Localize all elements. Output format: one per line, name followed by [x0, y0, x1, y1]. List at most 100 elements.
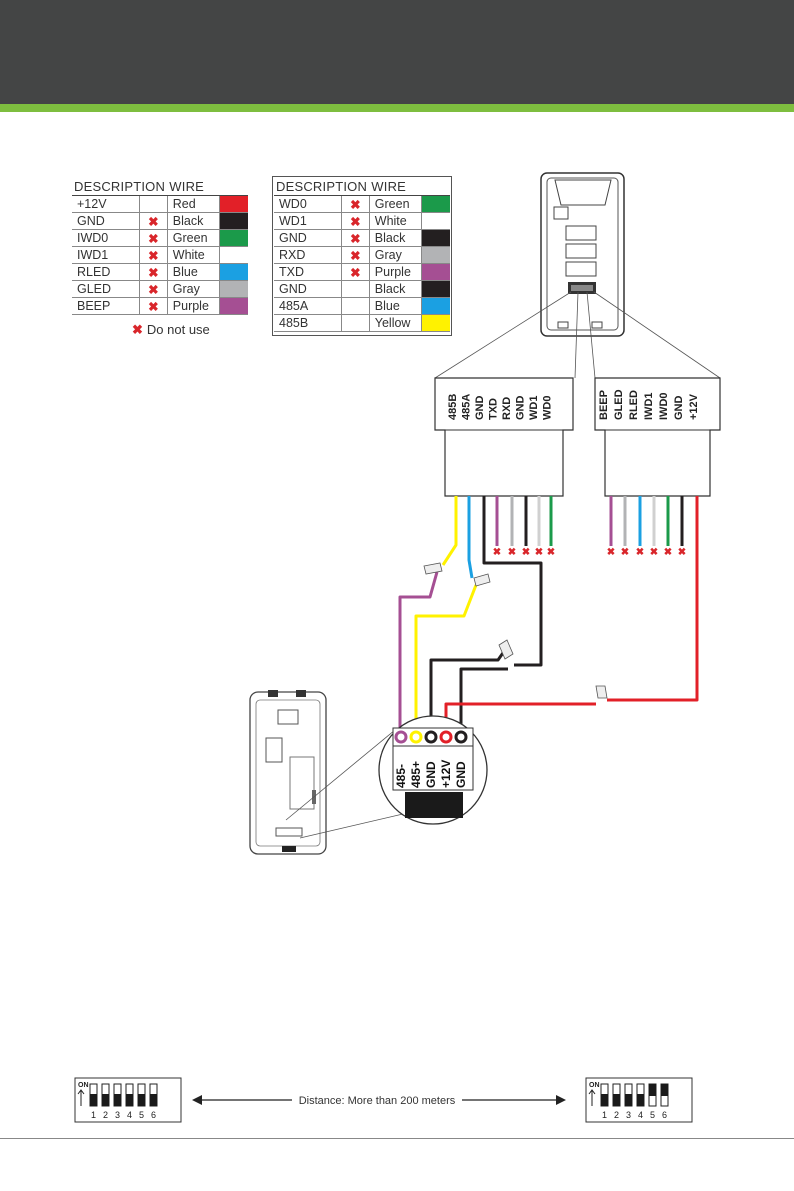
connector-pin-label: IWD0: [658, 393, 670, 421]
cross-icon: ✖: [636, 547, 644, 558]
color-swatch: [219, 246, 248, 264]
wire-description: 485B: [274, 314, 342, 332]
connector-pin-label: GND: [673, 396, 685, 421]
dip-switch-off: [114, 1094, 121, 1106]
terminal-screw: [439, 730, 453, 744]
color-swatch: [219, 263, 248, 281]
cross-icon: ✖: [139, 229, 168, 247]
controller-device: [249, 690, 327, 855]
wire-color-name: Purple: [368, 263, 422, 281]
color-swatch: [421, 280, 450, 298]
table-row: GLED✖Gray: [72, 280, 248, 298]
connector-pin-label: TXD: [488, 398, 500, 420]
cross-icon: ✖: [139, 246, 168, 264]
cross-icon: ✖: [341, 246, 370, 264]
connector-pin-label: 485B: [447, 394, 459, 420]
table-row: TXD✖Purple: [274, 263, 450, 281]
cross-icon: ✖: [493, 547, 501, 558]
terminal-screw: [409, 730, 423, 744]
table1-header-wire: WIRE: [167, 178, 248, 196]
color-swatch: [219, 195, 248, 213]
table-row: IWD1✖White: [72, 246, 248, 264]
cross-icon: ✖: [607, 547, 615, 558]
color-swatch: [219, 280, 248, 298]
terminal-label: 485-: [394, 764, 408, 788]
color-swatch: [219, 297, 248, 315]
dip-switch-off: [90, 1094, 97, 1106]
connector-pin-label: WD1: [528, 396, 540, 420]
wire-color-name: Green: [166, 229, 220, 247]
header-accent-stripe: [0, 104, 794, 112]
table-row: WD1✖White: [274, 212, 450, 230]
dip-switch-number: 4: [638, 1110, 643, 1120]
dip-switch-number: 2: [103, 1110, 108, 1120]
dip-switch-number: 3: [115, 1110, 120, 1120]
table1-header-description: DESCRIPTION: [72, 178, 168, 196]
connector-pin-label: 485A: [461, 394, 473, 420]
wire-color-name: Yellow: [368, 314, 422, 332]
dip-switch-off: [637, 1094, 644, 1106]
cross-icon: ✖: [535, 547, 543, 558]
table-row: RXD✖Gray: [274, 246, 450, 264]
wire-description: BEEP: [72, 297, 140, 315]
wire-color-name: Green: [368, 195, 422, 213]
terminal-screw: [394, 730, 408, 744]
cross-icon: ✖: [132, 322, 143, 337]
wire-description: RXD: [274, 246, 342, 264]
dip-switch-number: 3: [626, 1110, 631, 1120]
wire-color-name: Black: [166, 212, 220, 230]
color-swatch: [421, 212, 450, 230]
color-swatch: [219, 229, 248, 247]
cross-icon: ✖: [139, 280, 168, 298]
wire-color-name: Gray: [368, 246, 422, 264]
color-swatch: [421, 297, 450, 315]
footer-divider: [0, 1138, 794, 1139]
connector-pin-label: RLED: [628, 390, 640, 420]
terminal-screw: [424, 730, 438, 744]
wire-description: WD1: [274, 212, 342, 230]
connector-pin-label: +12V: [688, 393, 700, 420]
dip-switch-on: [661, 1084, 668, 1096]
wire-description: RLED: [72, 263, 140, 281]
dip-switch-off: [601, 1094, 608, 1106]
table-row: GND✖Black: [274, 229, 450, 247]
dip-switch-off: [138, 1094, 145, 1106]
cross-icon: ✖: [139, 263, 168, 281]
dip-switch-off: [150, 1094, 157, 1106]
cross-icon: ✖: [508, 547, 516, 558]
dip-switch-number: 5: [139, 1110, 144, 1120]
wire-description: 485A: [274, 297, 342, 315]
dip-switch-number: 6: [662, 1110, 667, 1120]
dip-on-label: ON: [78, 1082, 89, 1089]
dip-switch-number: 1: [602, 1110, 607, 1120]
wire-color-name: White: [166, 246, 220, 264]
wire-description: GLED: [72, 280, 140, 298]
wire-description: IWD1: [72, 246, 140, 264]
terminal-label: +12V: [439, 760, 453, 788]
table-row: GND✖Black: [72, 212, 248, 230]
table2-frame: [272, 176, 452, 336]
cross-icon: ✖: [341, 212, 370, 230]
table2-header-wire: WIRE: [369, 178, 450, 196]
color-swatch: [421, 195, 450, 213]
cross-icon: ✖: [341, 263, 370, 281]
wire-description: IWD0: [72, 229, 140, 247]
cross-icon: [139, 195, 168, 213]
cross-icon: ✖: [139, 297, 168, 315]
color-swatch: [421, 229, 450, 247]
cross-icon: [341, 314, 370, 332]
cross-icon: ✖: [664, 547, 672, 558]
table-row: RLED✖Blue: [72, 263, 248, 281]
arrow-up-icon: [588, 1089, 596, 1106]
dip-switch-off: [126, 1094, 133, 1106]
connector-pin-label: IWD1: [643, 393, 655, 421]
dip-switch-off: [102, 1094, 109, 1106]
cross-icon: ✖: [650, 547, 658, 558]
wire-color-name: Purple: [166, 297, 220, 315]
table-row: BEEP✖Purple: [72, 297, 248, 315]
